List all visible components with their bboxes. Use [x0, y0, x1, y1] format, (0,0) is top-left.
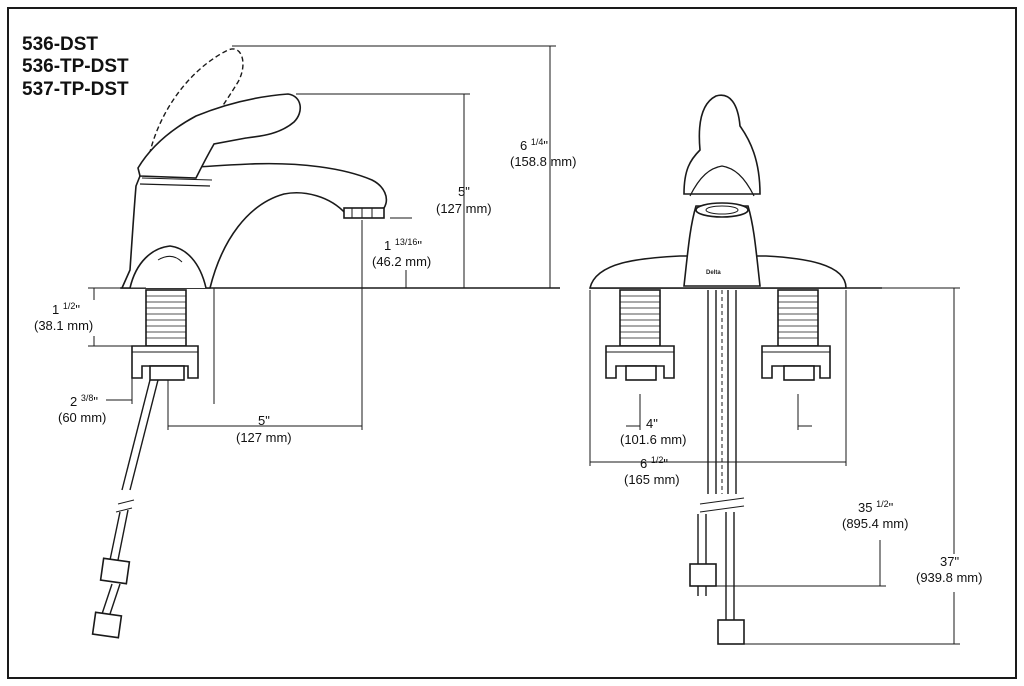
- aerator: [695, 202, 749, 218]
- dim-aerator-clearance: 1 13/16": [384, 237, 422, 253]
- aerator: [343, 207, 385, 219]
- dim-shank-length-metric: (38.1 mm): [34, 318, 93, 333]
- compression-fitting: [689, 563, 717, 587]
- fraction: 1/4: [531, 137, 544, 147]
- fraction: 1/2: [63, 301, 76, 311]
- dim-overall-height: 6 1/4": [520, 137, 548, 153]
- compression-fitting: [91, 611, 123, 639]
- dim-supply-length-metric: (895.4 mm): [842, 516, 908, 531]
- supply-tube: [121, 379, 151, 491]
- dim-tube-length: 37": [940, 554, 959, 569]
- dim-supply-length: 35 1/2": [858, 499, 894, 515]
- handle-seam: [139, 183, 211, 187]
- shank-threads: [620, 295, 660, 339]
- model-number: 536-TP-DST: [22, 56, 129, 77]
- supply-tube: [109, 583, 121, 615]
- shank-threads: [778, 295, 818, 339]
- supply-tubes: [697, 290, 745, 620]
- side-dimension-lines: [88, 45, 556, 430]
- front-dimension-lines: [589, 287, 960, 645]
- supply-tube: [117, 509, 129, 561]
- model-list: 536-DST 536-TP-DST 537-TP-DST: [22, 34, 129, 100]
- dim-spout-height-metric: (127 mm): [436, 201, 492, 216]
- supply-tube: [109, 511, 121, 561]
- model-number: 537-TP-DST: [22, 79, 129, 100]
- threaded-shank: [777, 289, 819, 347]
- dim-center-spacing-metric: (101.6 mm): [620, 432, 686, 447]
- tube-break: [115, 507, 133, 513]
- mounting-nut: [605, 345, 675, 379]
- dim-spout-reach: 5": [258, 413, 270, 428]
- base-skirt-detail: [157, 255, 183, 263]
- dim-overall-height-metric: (158.8 mm): [510, 154, 576, 169]
- lever-handle: [683, 94, 761, 195]
- supply-tube: [129, 379, 159, 491]
- nut-washer: [783, 365, 815, 381]
- dim-tube-length-metric: (939.8 mm): [916, 570, 982, 585]
- compression-fitting: [99, 557, 131, 585]
- dim-shank-length: 1 1/2": [52, 301, 80, 317]
- compression-fitting: [717, 619, 745, 645]
- handle-detail: [689, 165, 755, 197]
- aerator-inner: [705, 205, 739, 215]
- dim-base-width-metric: (165 mm): [624, 472, 680, 487]
- fraction: 1/2: [876, 499, 889, 509]
- dim-spout-reach-metric: (127 mm): [236, 430, 292, 445]
- front-view: Delta: [588, 94, 960, 645]
- side-view: [88, 45, 560, 639]
- nut-washer: [625, 365, 657, 381]
- mounting-nut: [131, 345, 199, 379]
- fraction: 3/8: [81, 393, 94, 403]
- tube-break: [117, 499, 135, 505]
- fraction: 13/16: [395, 237, 418, 247]
- dim-base-depth-metric: (60 mm): [58, 410, 106, 425]
- dim-center-spacing: 4": [646, 416, 658, 431]
- lever-handle: [137, 93, 301, 179]
- base-skirt: [129, 245, 207, 289]
- threaded-shank: [619, 289, 661, 347]
- sheet-border: [7, 7, 1017, 679]
- shank-threads: [146, 295, 186, 339]
- dim-spout-height: 5": [458, 184, 470, 199]
- handle-seam: [141, 177, 213, 181]
- nut-washer: [149, 365, 185, 381]
- faucet-body: [683, 205, 761, 287]
- threaded-shank: [145, 289, 187, 347]
- fraction: 1/2: [651, 455, 664, 465]
- mounting-nut: [761, 345, 831, 379]
- brand-logo: Delta: [706, 270, 721, 276]
- supply-tube: [101, 583, 113, 615]
- dim-base-width: 6 1/2": [640, 455, 668, 471]
- model-number: 536-DST: [22, 34, 98, 55]
- dim-aerator-clearance-metric: (46.2 mm): [372, 254, 431, 269]
- dim-base-depth: 2 3/8": [70, 393, 98, 409]
